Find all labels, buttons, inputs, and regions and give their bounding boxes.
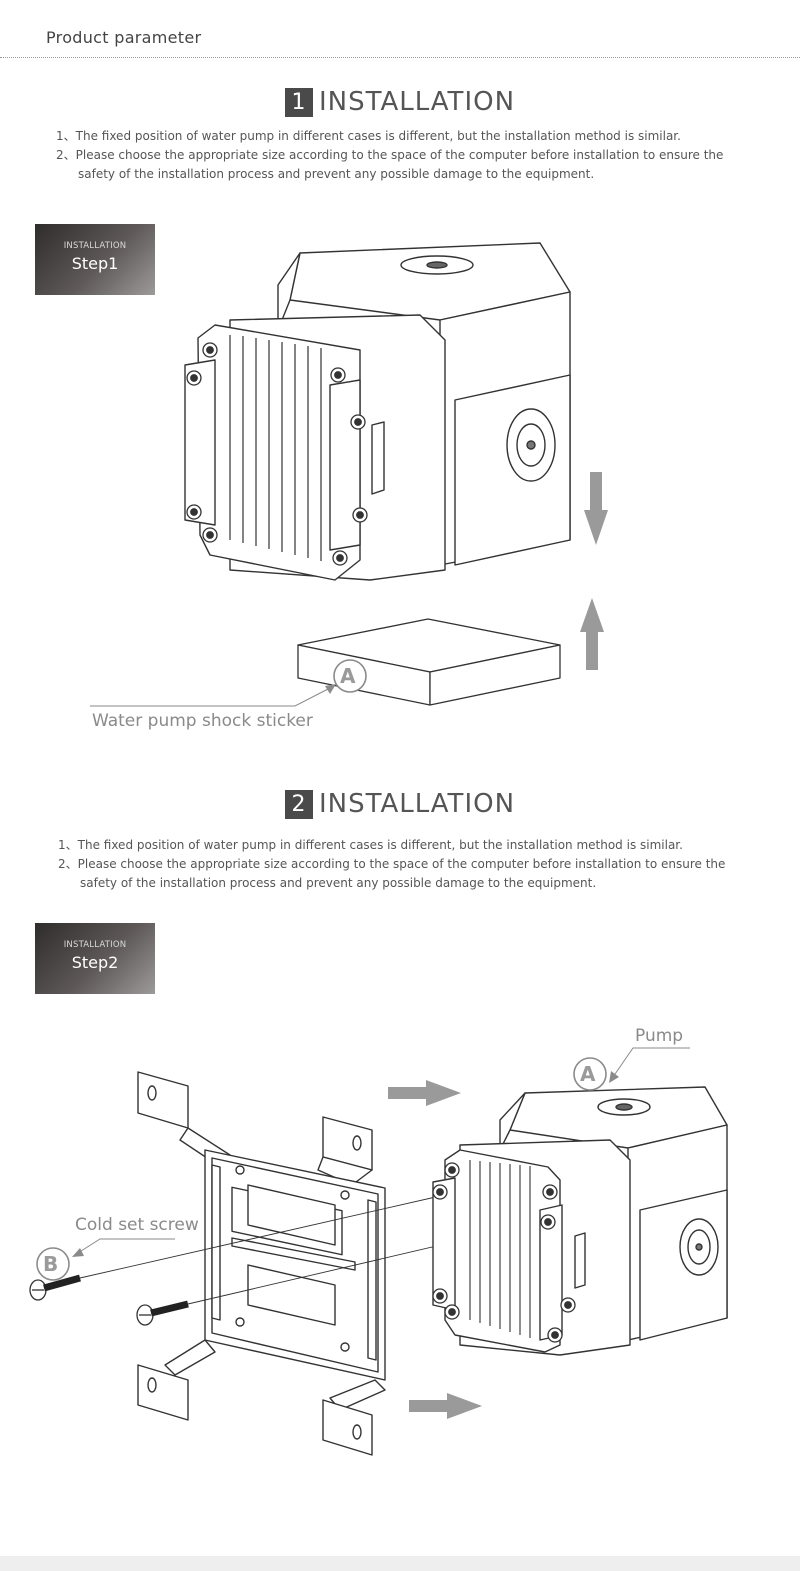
mounting-bracket [137, 1071, 386, 1456]
section-1-heading: INSTALLATION [318, 87, 516, 117]
callout-b-step2 [36, 1238, 175, 1281]
callout-a-step1 [90, 659, 367, 707]
section-1-note-1: 1、The fixed position of water pump in di… [56, 129, 681, 143]
step-2-badge: INSTALLATION Step2 [35, 923, 155, 994]
pump-label: Pump [635, 1026, 684, 1046]
step-2-badge-label: Step2 [71, 953, 119, 972]
right-arrow-icon-lower [409, 1393, 482, 1419]
screw-2 [136, 1300, 189, 1326]
step-2-badge-caption: INSTALLATION [63, 940, 127, 950]
section-2-notes: 1、The fixed position of water pump in di… [58, 836, 758, 893]
callout-a-letter-step1: A [340, 664, 356, 688]
callout-a-step2 [573, 1047, 690, 1091]
section-2-number: 2 [284, 790, 313, 819]
step-1-badge-caption: INSTALLATION [63, 241, 127, 251]
page-header-title: Product parameter [46, 28, 202, 47]
callout-a-letter-step2: A [580, 1062, 596, 1086]
screw-1 [29, 1274, 81, 1301]
up-arrow-icon [580, 598, 604, 670]
step-1-badge-label: Step1 [71, 254, 119, 273]
section-2-note-2: 2、Please choose the appropriate size acc… [58, 857, 726, 890]
footer-bar [0, 1556, 800, 1571]
water-pump-shock-sticker-label: Water pump shock sticker [92, 711, 313, 731]
step-1-badge: INSTALLATION Step1 [35, 224, 155, 295]
section-2-note-1: 1、The fixed position of water pump in di… [58, 838, 683, 852]
section-2-heading: INSTALLATION [318, 789, 516, 819]
pump-illustration-step2 [432, 1086, 728, 1356]
shock-sticker-pad [297, 618, 561, 706]
cold-set-screw-label: Cold set screw [75, 1215, 199, 1235]
header-divider [0, 57, 800, 58]
section-1-notes: 1、The fixed position of water pump in di… [56, 127, 756, 184]
down-arrow-icon [584, 472, 608, 545]
callout-b-letter: B [43, 1252, 59, 1276]
section-1-note-2: 2、Please choose the appropriate size acc… [56, 148, 724, 181]
section-1-number: 1 [284, 88, 313, 117]
right-arrow-icon [388, 1080, 461, 1106]
pump-illustration-step1 [184, 242, 571, 581]
